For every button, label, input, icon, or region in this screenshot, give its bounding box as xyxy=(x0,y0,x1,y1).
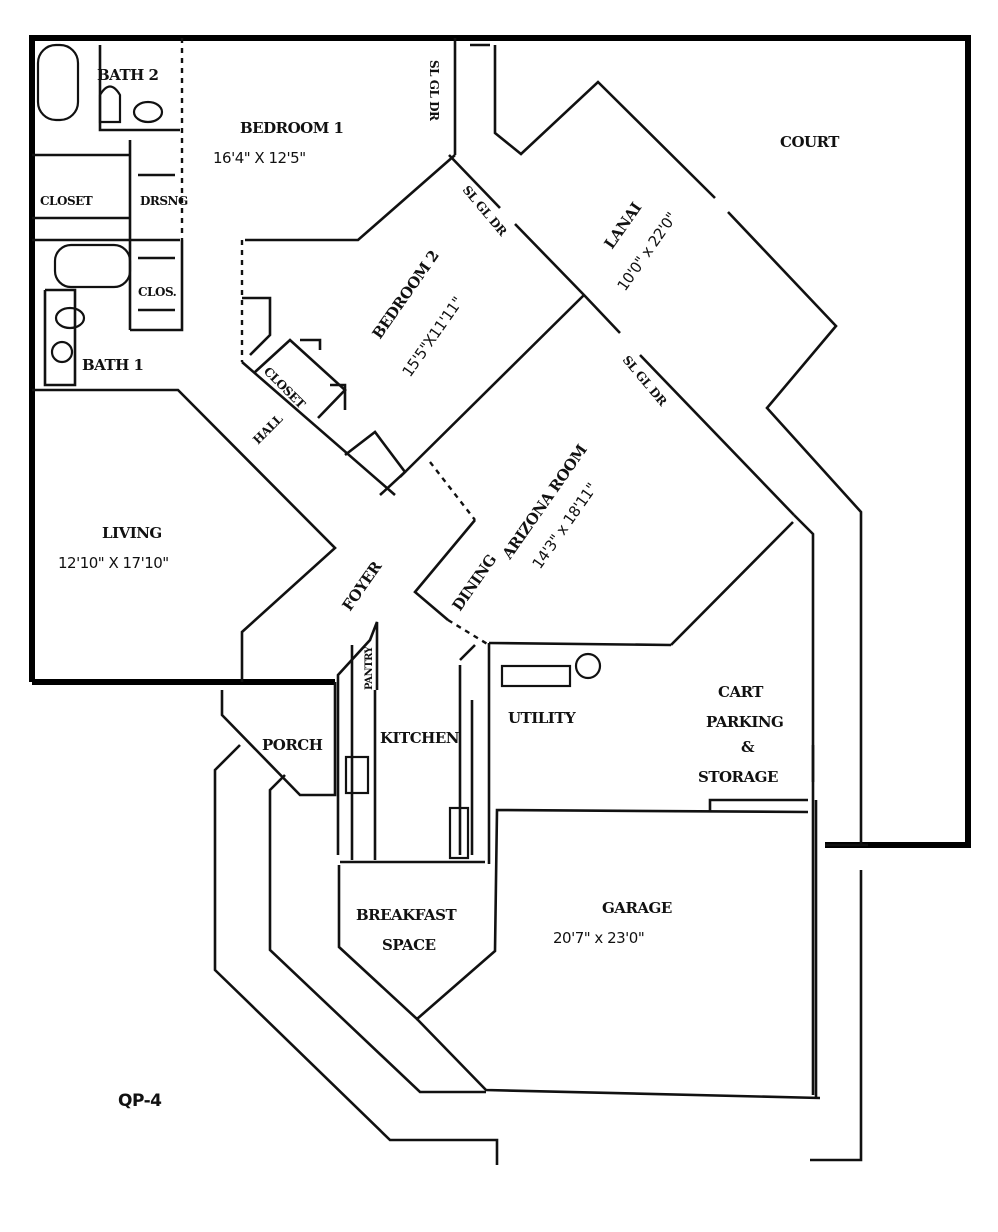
label-hall: HALL xyxy=(250,411,286,447)
label-kitchen: KITCHEN xyxy=(380,729,460,747)
label-sl-gl-dr-1: SL GL DR xyxy=(427,60,441,122)
outer-wall xyxy=(29,35,971,848)
walls-service xyxy=(336,621,868,1100)
walls-west-wing xyxy=(32,38,457,682)
walls-lanai xyxy=(470,43,863,1162)
label-breakfast-1: BREAKFAST xyxy=(356,906,457,924)
label-porch: PORCH xyxy=(262,736,323,754)
label-breakfast-2: SPACE xyxy=(382,936,436,954)
label-living: LIVING xyxy=(102,524,162,542)
label-foyer: FOYER xyxy=(339,557,386,614)
walls-bedroom2 xyxy=(240,154,795,516)
walls-arizona xyxy=(413,461,815,1095)
label-dressing: DRSNG xyxy=(140,194,188,208)
label-garage-size: 20'7" x 23'0" xyxy=(553,929,644,947)
label-cart-4: STORAGE xyxy=(698,768,778,786)
label-utility: UTILITY xyxy=(508,709,576,727)
label-dining: DINING xyxy=(449,551,501,614)
label-garage: GARAGE xyxy=(602,899,672,917)
label-bedroom1: BEDROOM 1 xyxy=(240,119,343,137)
label-cart-1: CART xyxy=(718,683,764,701)
label-pantry: PANTRY xyxy=(364,645,375,690)
label-clos: CLOS. xyxy=(138,285,177,299)
plan-code: QP-4 xyxy=(118,1091,162,1111)
label-cart-2: PARKING xyxy=(706,713,783,731)
label-closet-2: CLOSET xyxy=(261,364,308,411)
label-bedroom2-size: 15'5"X11'11" xyxy=(399,294,467,381)
label-court: COURT xyxy=(780,133,840,151)
label-bath1: BATH 1 xyxy=(82,356,144,374)
label-cart-3: & xyxy=(741,738,755,756)
walls-porch-walkway xyxy=(213,682,499,1165)
label-bath2: BATH 2 xyxy=(97,66,159,84)
label-bedroom1-size: 16'4" X 12'5" xyxy=(213,149,306,167)
label-lanai: LANAI xyxy=(601,199,646,252)
label-living-size: 12'10" X 17'10" xyxy=(58,554,169,572)
label-closet-1: CLOSET xyxy=(40,194,93,208)
